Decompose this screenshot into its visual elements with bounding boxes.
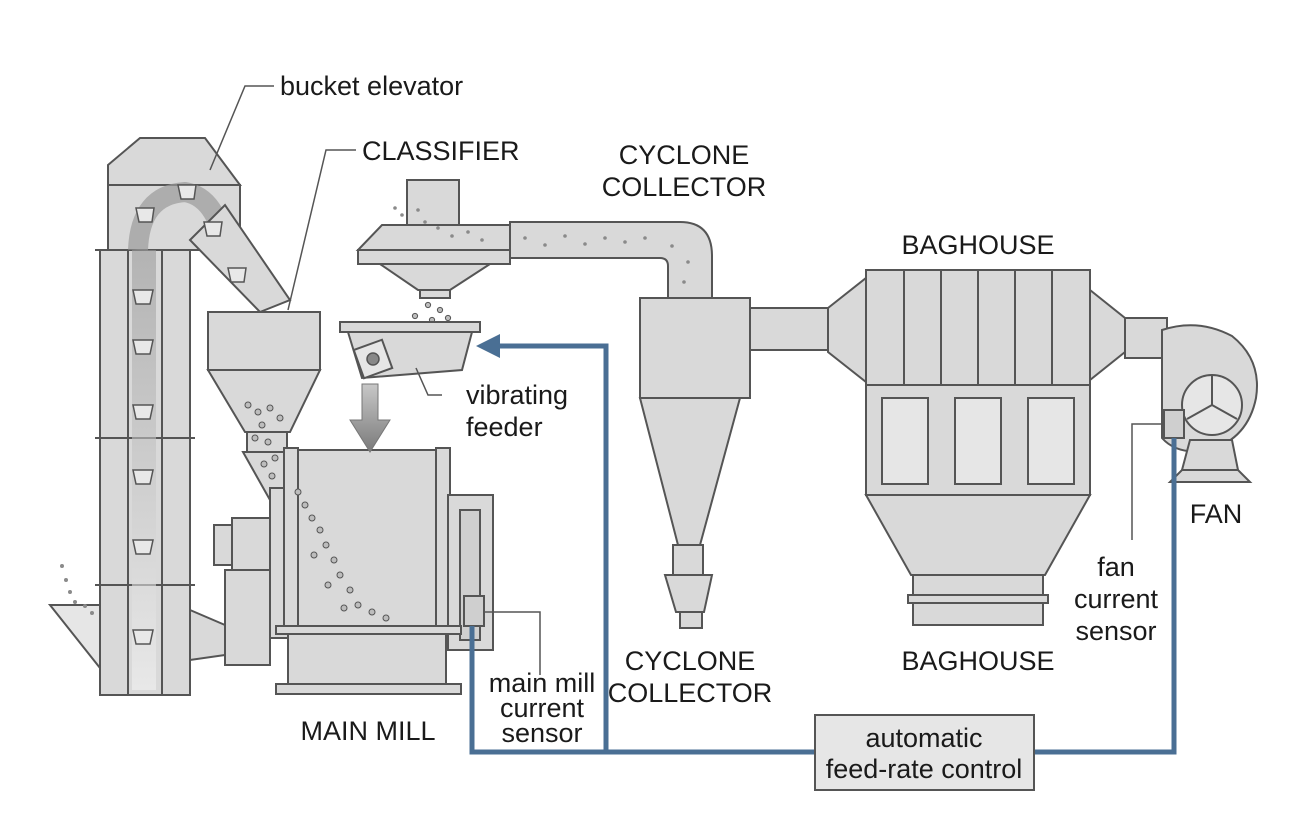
feed-arrow [349, 383, 391, 453]
elevator-buckets [132, 184, 247, 645]
classifier [355, 179, 511, 299]
main-mill [213, 447, 494, 695]
main-mill-current-sensor-box [463, 595, 485, 627]
label-baghouse-top: BAGHOUSE [901, 230, 1054, 260]
label-fan-sensor-1: fan [1097, 552, 1135, 582]
label-control-1: automatic [865, 723, 982, 753]
fan [1124, 317, 1258, 483]
label-main-mill: MAIN MILL [300, 716, 435, 746]
label-control-2: feed-rate control [826, 754, 1023, 784]
leader-lines [209, 85, 1164, 675]
label-cyclone-bottom-1: CYCLONE [625, 646, 756, 676]
fan-current-sensor-box [1163, 409, 1185, 439]
label-baghouse-bottom: BAGHOUSE [901, 646, 1054, 676]
classifier-particles [393, 206, 484, 324]
automatic-feed-rate-control-box [814, 714, 1035, 791]
hopper-particles [244, 401, 284, 480]
label-fan-sensor-2: current [1074, 584, 1159, 614]
vibrating-feeder [339, 321, 481, 380]
label-mill-sensor-1: main mill [489, 668, 596, 698]
classifier-hopper [206, 311, 322, 502]
duct-particles [523, 234, 690, 284]
label-fan: FAN [1190, 499, 1243, 529]
classifier-to-cyclone-duct [509, 221, 713, 303]
label-vibrating-feeder-1: vibrating [466, 380, 568, 410]
baghouse [827, 269, 1126, 626]
mill-particles [294, 488, 390, 622]
inlet-particles [60, 564, 94, 615]
label-cyclone-bottom-2: COLLECTOR [608, 678, 773, 708]
cyclone-collector [638, 297, 831, 629]
label-classifier: CLASSIFIER [362, 136, 520, 166]
label-cyclone-top-1: CYCLONE [619, 140, 750, 170]
label-bucket-elevator: bucket elevator [280, 71, 463, 101]
label-mill-sensor-2: current [500, 693, 585, 723]
label-cyclone-top-2: COLLECTOR [602, 172, 767, 202]
label-vibrating-feeder-2: feeder [466, 412, 543, 442]
label-fan-sensor-3: sensor [1075, 616, 1156, 646]
label-mill-sensor-3: sensor [501, 718, 582, 748]
control-signal-lines [469, 334, 1177, 755]
